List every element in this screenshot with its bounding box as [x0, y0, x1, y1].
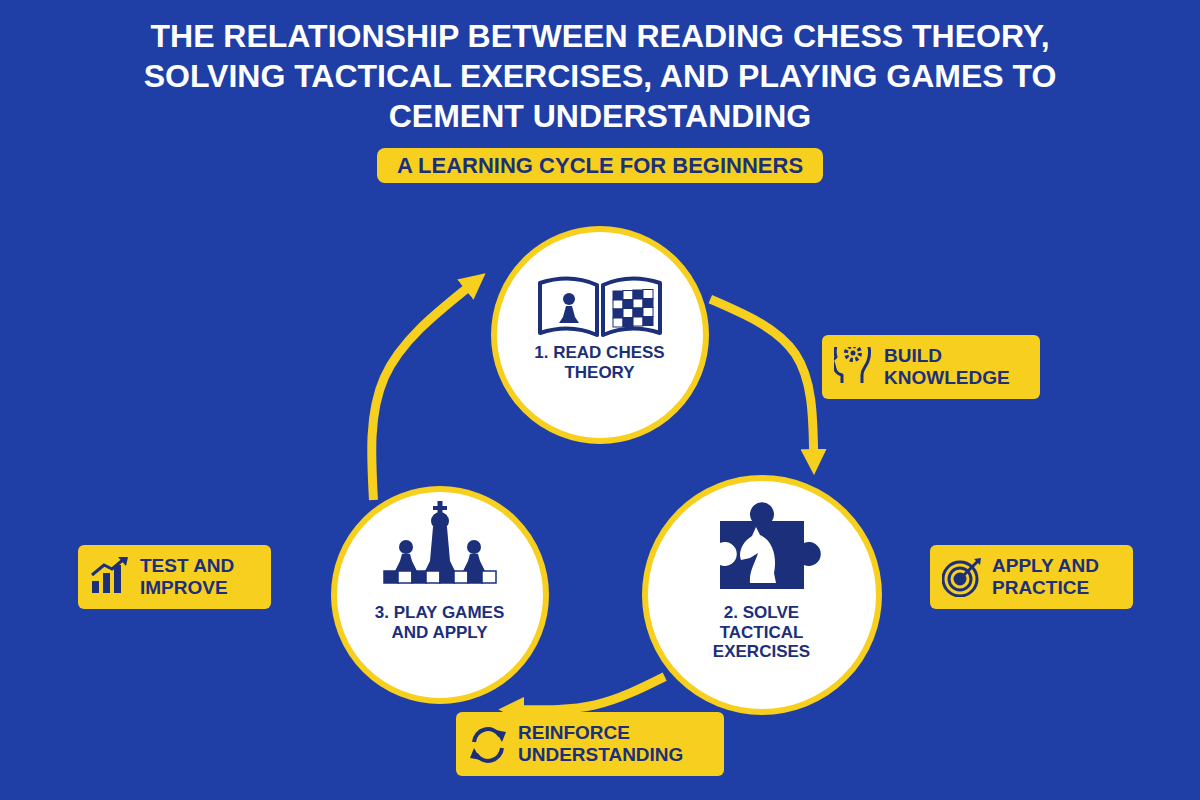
board-square: [482, 571, 496, 583]
node-text: 3. PLAY GAMES AND APPLY: [360, 603, 520, 642]
head-outline: [834, 347, 870, 383]
chart-bar: [114, 565, 121, 593]
step-circle: 3. PLAY GAMES AND APPLY: [330, 485, 550, 705]
puzzle-piece: [720, 502, 821, 589]
pawn-head: [563, 293, 575, 305]
gear-hub: [851, 350, 856, 355]
target-arrow: [960, 561, 978, 579]
tag-icon: [90, 557, 130, 597]
circle-outline: [490, 225, 710, 445]
board-square: [633, 290, 643, 299]
board-square: [398, 571, 412, 583]
callout-tag: APPLY AND PRACTICE: [930, 545, 1133, 609]
book-page: [603, 278, 660, 335]
tag-icon: [942, 557, 982, 597]
circle-text-block: 2. SOLVE TACTICAL EXERCISES: [682, 603, 842, 662]
target-ring: [943, 562, 977, 596]
board-square: [426, 571, 440, 583]
board-square: [623, 291, 633, 300]
node-text: BUILD KNOWLEDGE: [884, 345, 1024, 389]
king-body: [425, 527, 455, 571]
step-circle: 2. SOLVE TACTICAL EXERCISES: [641, 474, 883, 716]
node-text: REINFORCE UNDERSTANDING: [518, 722, 708, 766]
board-square: [454, 571, 468, 583]
step-icon: [540, 278, 660, 335]
chart-bar: [103, 573, 110, 593]
circle-shape: [645, 478, 879, 712]
diagram-title: THE RELATIONSHIP BETWEEN READING CHESS T…: [100, 0, 1100, 136]
tag-icon: [468, 724, 508, 764]
callout-tag: TEST AND IMPROVE: [78, 545, 271, 609]
node-text: TEST AND IMPROVE: [140, 555, 255, 599]
trend-arrowhead: [118, 557, 128, 566]
step-icon: [384, 501, 496, 583]
cycle-arrow: [372, 287, 469, 500]
gear: [846, 347, 860, 360]
circle-outline: [330, 485, 550, 705]
pawn-body: [559, 306, 579, 323]
board-square: [440, 571, 454, 583]
tag-text-block: APPLY AND PRACTICE: [992, 555, 1117, 599]
board-square: [633, 308, 643, 317]
board-square: [643, 317, 653, 326]
board-square: [623, 300, 633, 309]
callout-tag: REINFORCE UNDERSTANDING: [456, 712, 724, 776]
board-square: [613, 300, 623, 309]
board-square: [633, 317, 643, 326]
board-square: [468, 571, 482, 583]
circle-text-block: 3. PLAY GAMES AND APPLY: [360, 603, 520, 642]
circle-shape: [494, 229, 706, 441]
circle-outline: [641, 474, 883, 716]
tag-text-block: BUILD KNOWLEDGE: [884, 345, 1024, 389]
pawn-head: [467, 540, 481, 554]
node-text: 1. READ CHESS THEORY: [520, 343, 680, 382]
cycle-arrow: [710, 299, 813, 453]
cycle-arrow: [520, 677, 664, 710]
target-fletch: [974, 558, 981, 565]
step-circle: 1. READ CHESS THEORY: [490, 225, 710, 445]
board-square: [633, 299, 643, 308]
board-square: [643, 290, 653, 299]
board-square: [643, 299, 653, 308]
board-square: [643, 308, 653, 317]
cycle-arrowhead: [495, 730, 506, 742]
chart-bar: [92, 581, 99, 593]
circle-text-block: 1. READ CHESS THEORY: [520, 343, 680, 382]
tag-text-block: TEST AND IMPROVE: [140, 555, 255, 599]
board-square: [613, 309, 623, 318]
board-square: [623, 309, 633, 318]
pawn-body: [463, 554, 485, 571]
pawn-head: [399, 540, 413, 554]
trend-arrow: [92, 559, 124, 575]
book-page: [540, 278, 597, 335]
node-text: APPLY AND PRACTICE: [992, 555, 1117, 599]
subtitle-pill: A LEARNING CYCLE FOR BEGINNERS: [377, 148, 823, 183]
cycle-arrowhead: [470, 748, 481, 760]
node-text: 2. SOLVE TACTICAL EXERCISES: [682, 603, 842, 662]
board-square: [384, 571, 398, 583]
king-cross: [433, 506, 447, 510]
pawn-body: [395, 554, 417, 571]
knight-piece: [740, 527, 776, 583]
node-text: A LEARNING CYCLE FOR BEGINNERS: [397, 153, 803, 178]
pill-text-block: A LEARNING CYCLE FOR BEGINNERS: [397, 153, 803, 178]
tag-icon: [834, 347, 874, 387]
tag-text-block: REINFORCE UNDERSTANDING: [518, 722, 708, 766]
callout-tag: BUILD KNOWLEDGE: [822, 335, 1040, 399]
board-square: [613, 318, 623, 327]
step-icon: [720, 502, 821, 589]
board-square: [623, 318, 633, 327]
circle-shape: [334, 489, 546, 701]
board-square: [412, 571, 426, 583]
board-square: [613, 291, 623, 300]
